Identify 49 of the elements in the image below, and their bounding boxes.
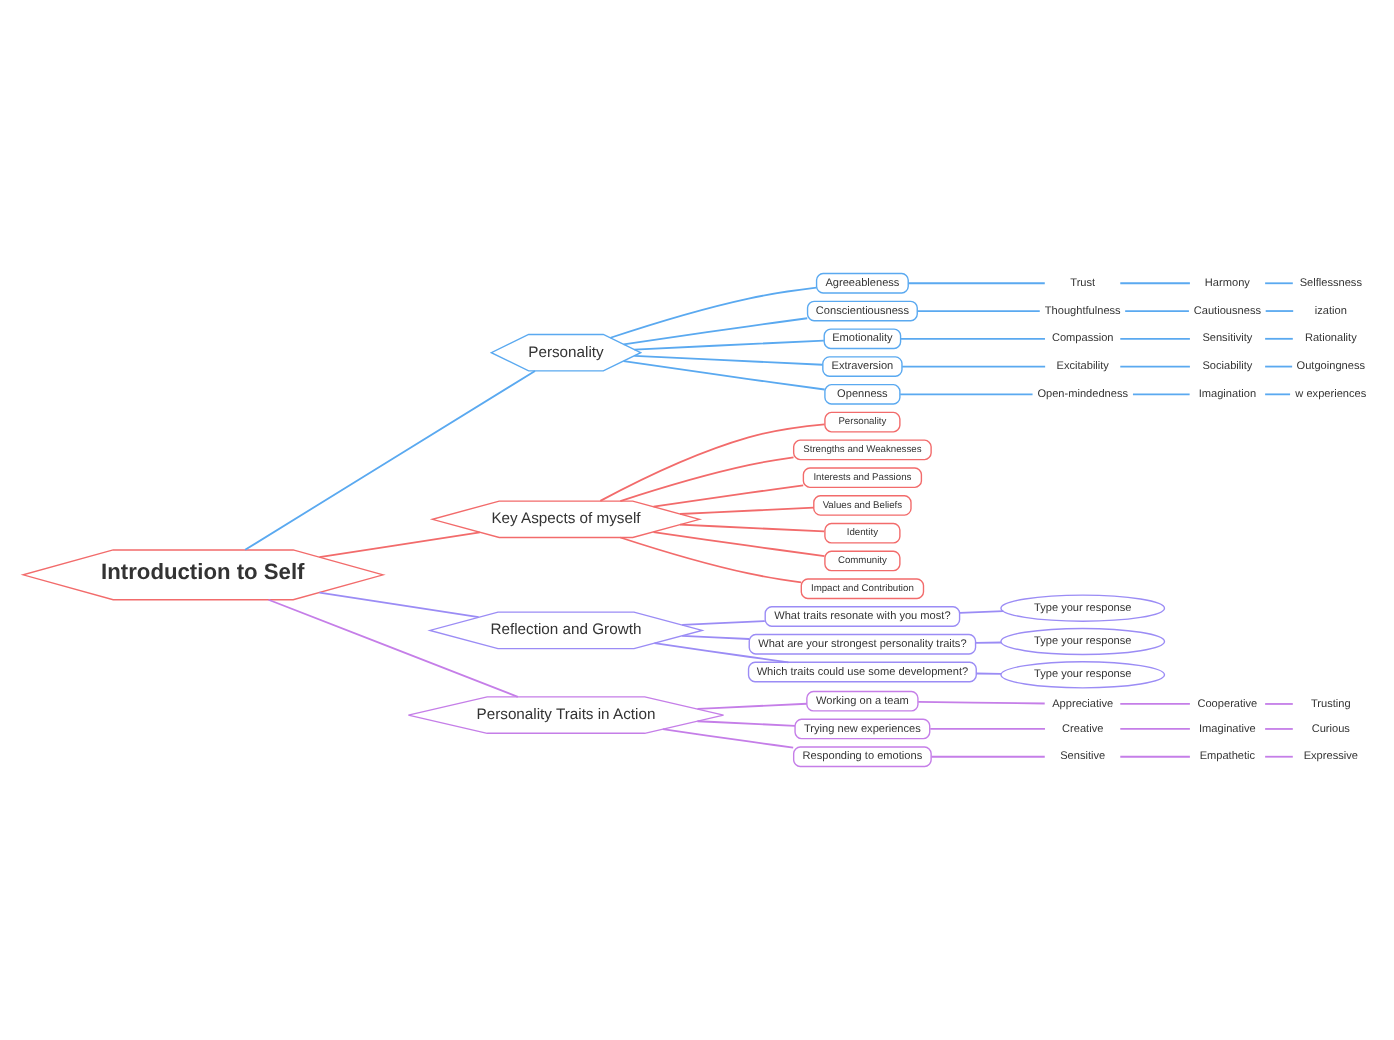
connector: [916, 310, 1041, 312]
connector: [1119, 728, 1191, 730]
connector: [975, 672, 1002, 675]
connector: [917, 701, 1046, 705]
connector: [1264, 337, 1294, 340]
connector: [1119, 365, 1191, 368]
connector: [1264, 365, 1294, 368]
connector: [1119, 755, 1191, 758]
connector: [622, 360, 826, 391]
connector: [901, 365, 1047, 368]
connector: [652, 484, 805, 508]
connector: [619, 536, 803, 584]
connector: [1119, 282, 1191, 285]
connector: [679, 523, 826, 533]
connector: [1119, 703, 1191, 705]
connector: [599, 423, 826, 502]
connector: [244, 370, 536, 551]
connector: [679, 506, 815, 515]
connector: [609, 286, 818, 339]
connector: [318, 591, 480, 619]
connector: [974, 641, 1002, 644]
connector: [1264, 755, 1294, 758]
connector: [696, 702, 808, 710]
connector: [633, 354, 824, 366]
connector: [907, 282, 1046, 285]
connector: [653, 642, 790, 664]
connector: [1264, 703, 1294, 705]
connector: [899, 337, 1046, 340]
connector: [1264, 393, 1291, 396]
connector: [661, 728, 795, 749]
connector: [1264, 310, 1295, 312]
connector: [958, 610, 1005, 614]
connector: [1124, 310, 1190, 312]
connector: [1119, 337, 1191, 340]
connector: [1132, 393, 1191, 396]
connector: [622, 317, 809, 346]
connector: [652, 531, 826, 557]
connector: [696, 720, 796, 727]
connector: [681, 634, 751, 640]
connector: [929, 728, 1046, 730]
connector: [1264, 728, 1294, 730]
connector: [318, 531, 481, 558]
connector: [267, 598, 519, 698]
connector: [619, 456, 795, 502]
connector: [899, 393, 1034, 396]
connector: [1264, 282, 1294, 285]
connector: [633, 339, 825, 351]
connector: [930, 755, 1046, 758]
connector: [681, 620, 766, 626]
